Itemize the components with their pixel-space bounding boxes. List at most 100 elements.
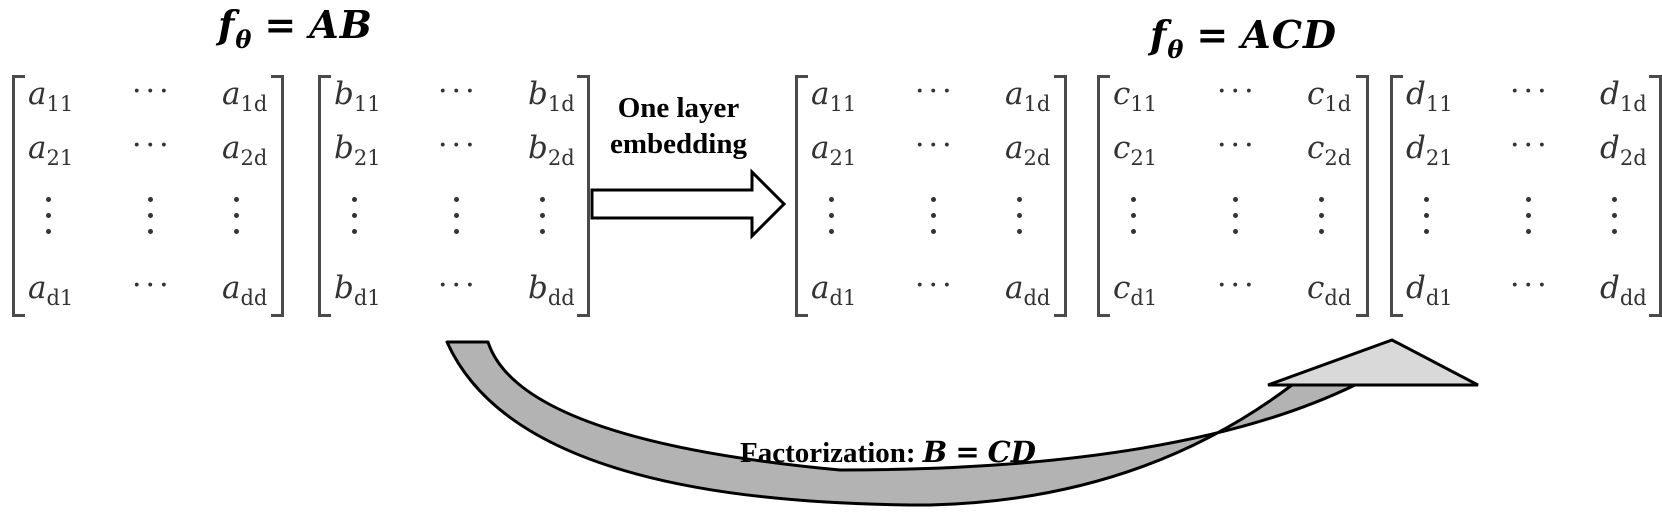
matrix-left-bracket — [318, 75, 331, 317]
ellipsis-dot — [148, 229, 153, 234]
ellipsis-dot — [1526, 197, 1531, 202]
ellipsis-dot — [540, 197, 545, 202]
matrix-entry: a21 — [811, 130, 857, 170]
horizontal-ellipsis: ··· — [1217, 128, 1258, 163]
vertical-ellipsis — [829, 197, 835, 241]
embedding-label-line1: One layer — [617, 92, 740, 124]
horizontal-ellipsis: ··· — [1217, 268, 1258, 303]
matrix-b: b11 b1d ··· b21 b2d ··· bd1 bdd ··· — [318, 74, 590, 317]
ellipsis-dot — [829, 197, 834, 202]
embedding-label-line2: embedding — [610, 128, 747, 161]
ellipsis-dot — [352, 213, 357, 218]
factorization-equation: B=CD — [922, 435, 1036, 469]
ellipsis-dot — [234, 229, 239, 234]
matrix-right-bracket — [577, 75, 590, 317]
horizontal-ellipsis: ··· — [132, 74, 173, 109]
embedding-label: One layer embedding — [610, 90, 747, 163]
formula-equals: = — [264, 2, 298, 47]
matrix-entry: c1d — [1307, 76, 1352, 116]
matrix-entry: cdd — [1307, 270, 1352, 310]
matrix-entry: ad1 — [811, 270, 857, 310]
matrix-c: c11 c1d ··· c21 c2d ··· cd1 cdd ··· — [1097, 74, 1369, 317]
ellipsis-dot — [234, 213, 239, 218]
formula-subscript: θ — [1167, 35, 1185, 64]
ellipsis-dot — [1526, 213, 1531, 218]
matrix-entry: d1d — [1600, 76, 1647, 116]
matrix-entry: b2d — [528, 130, 575, 170]
ellipsis-dot — [829, 213, 834, 218]
ellipsis-dot — [1233, 229, 1238, 234]
matrix-left-bracket — [1390, 75, 1403, 317]
ellipsis-dot — [46, 213, 51, 218]
matrix-entry: b21 — [334, 130, 381, 170]
matrix-entry: c21 — [1113, 130, 1158, 170]
matrix-entry: bd1 — [334, 270, 381, 310]
formula-rhs: ACD — [1241, 12, 1337, 57]
vertical-ellipsis — [1526, 197, 1532, 241]
ellipsis-dot — [829, 229, 834, 234]
factorization-arrow-head — [1267, 338, 1479, 387]
ellipsis-dot — [148, 213, 153, 218]
ellipsis-dot — [1424, 197, 1429, 202]
vertical-ellipsis — [1319, 197, 1325, 241]
matrix-entry: dd1 — [1406, 270, 1453, 310]
matrix-right-bracket — [1054, 75, 1067, 317]
right-formula: fθ=ACD — [1150, 12, 1337, 64]
ellipsis-dot — [1017, 229, 1022, 234]
matrix-left-bracket — [12, 75, 25, 317]
factorization-label: Factorization: B=CD — [740, 434, 1036, 471]
ellipsis-dot — [1233, 197, 1238, 202]
formula-function: f — [1150, 12, 1168, 57]
vertical-ellipsis — [1233, 197, 1239, 241]
matrix-entry: cd1 — [1113, 270, 1158, 310]
vertical-ellipsis — [234, 197, 240, 241]
matrix-right-bracket — [271, 75, 284, 317]
matrix-entry: d11 — [1406, 76, 1453, 116]
vertical-ellipsis — [1424, 197, 1430, 241]
ellipsis-dot — [352, 197, 357, 202]
matrix-entry: b11 — [334, 76, 381, 116]
matrix-right-bracket — [1356, 75, 1369, 317]
horizontal-ellipsis: ··· — [438, 74, 479, 109]
ellipsis-dot — [1424, 229, 1429, 234]
matrix-left-bracket — [795, 75, 808, 317]
matrix-entry: a21 — [28, 130, 74, 170]
ellipsis-dot — [1017, 213, 1022, 218]
ellipsis-dot — [1612, 197, 1617, 202]
ellipsis-dot — [1131, 213, 1136, 218]
matrix-entry: add — [1005, 270, 1051, 310]
ellipsis-dot — [1319, 213, 1324, 218]
matrix-entry: add — [222, 270, 268, 310]
matrix-entry: a1d — [1005, 76, 1051, 116]
ellipsis-dot — [46, 229, 51, 234]
matrix-entry: ad1 — [28, 270, 74, 310]
matrix-entry: a2d — [222, 130, 268, 170]
matrix-entry: bdd — [528, 270, 575, 310]
vertical-ellipsis — [1017, 197, 1023, 241]
matrix-entry: b1d — [528, 76, 575, 116]
ellipsis-dot — [454, 213, 459, 218]
horizontal-ellipsis: ··· — [132, 268, 173, 303]
vertical-ellipsis — [454, 197, 460, 241]
matrix-entry: a11 — [811, 76, 857, 116]
ellipsis-dot — [931, 197, 936, 202]
ellipsis-dot — [931, 213, 936, 218]
horizontal-ellipsis: ··· — [438, 128, 479, 163]
ellipsis-dot — [1131, 197, 1136, 202]
vertical-ellipsis — [931, 197, 937, 241]
vertical-ellipsis — [352, 197, 358, 241]
ellipsis-dot — [352, 229, 357, 234]
ellipsis-dot — [46, 197, 51, 202]
vertical-ellipsis — [1612, 197, 1618, 241]
horizontal-ellipsis: ··· — [1217, 74, 1258, 109]
ellipsis-dot — [1233, 213, 1238, 218]
matrix-entry: c11 — [1113, 76, 1158, 116]
ellipsis-dot — [1612, 229, 1617, 234]
horizontal-ellipsis: ··· — [132, 128, 173, 163]
matrix-entry: c2d — [1307, 130, 1352, 170]
matrix-entry: a2d — [1005, 130, 1051, 170]
horizontal-ellipsis: ··· — [438, 268, 479, 303]
